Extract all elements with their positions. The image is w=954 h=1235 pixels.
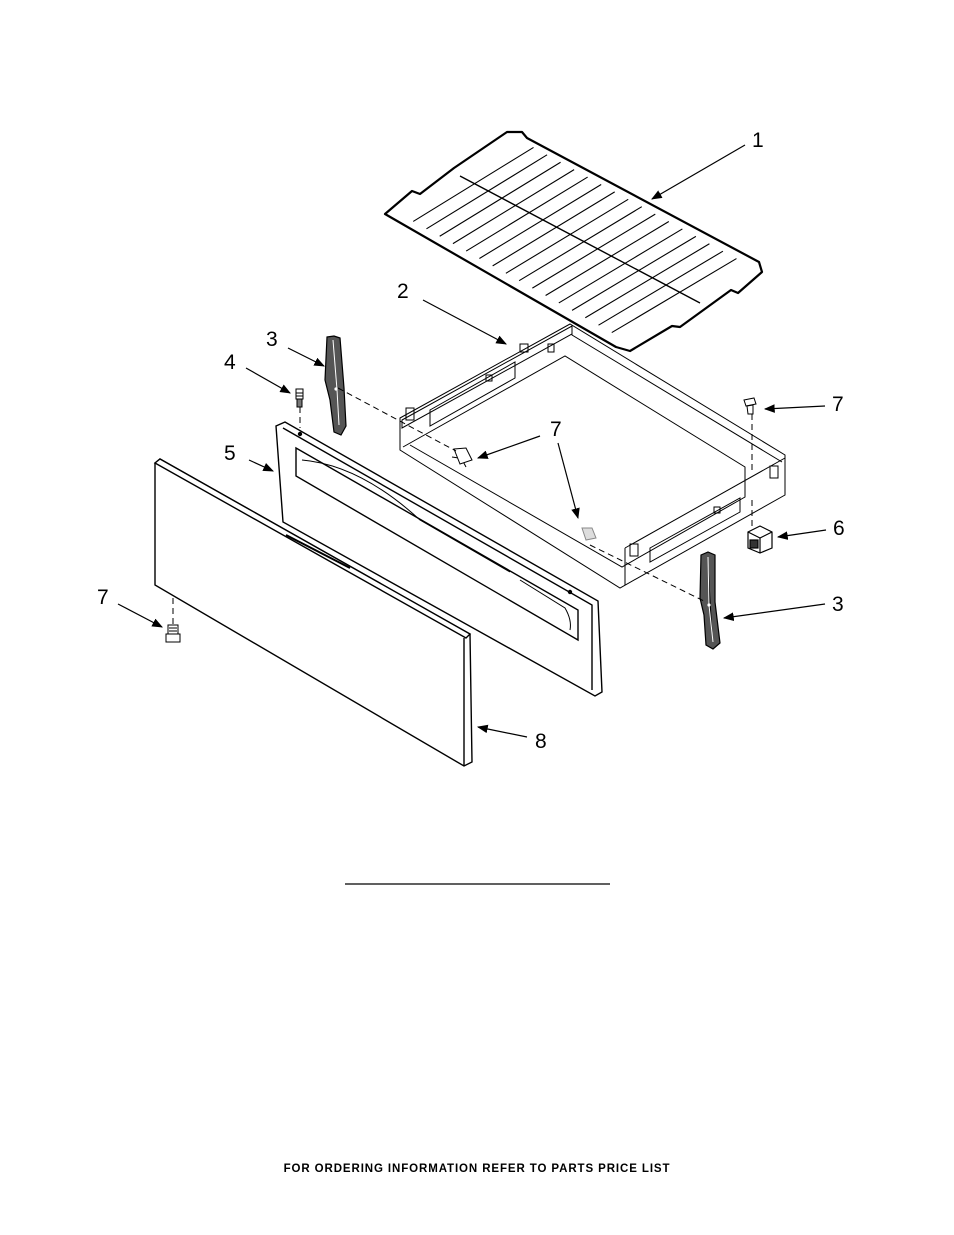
callout-2: 2 (397, 280, 409, 303)
ordering-info-footer: FOR ORDERING INFORMATION REFER TO PARTS … (0, 1163, 954, 1175)
drawer-slide-part-left[interactable] (325, 336, 346, 435)
screw-part-top-right[interactable] (744, 398, 756, 414)
callout-7-left: 7 (97, 586, 109, 609)
callout-1: 1 (752, 129, 764, 152)
callout-3-left: 3 (266, 328, 278, 351)
clip-part[interactable] (748, 526, 772, 553)
callout-7-right: 7 (832, 393, 844, 416)
stud-part[interactable] (296, 389, 303, 407)
callout-7-center: 7 (550, 418, 562, 441)
callout-8: 8 (535, 730, 547, 753)
callout-4: 4 (224, 351, 236, 374)
screw-part-bottom-left[interactable] (166, 625, 180, 642)
wire-rack-part[interactable] (385, 132, 762, 351)
callout-3-right: 3 (832, 593, 844, 616)
callout-5: 5 (224, 442, 236, 465)
callout-6: 6 (833, 517, 845, 540)
